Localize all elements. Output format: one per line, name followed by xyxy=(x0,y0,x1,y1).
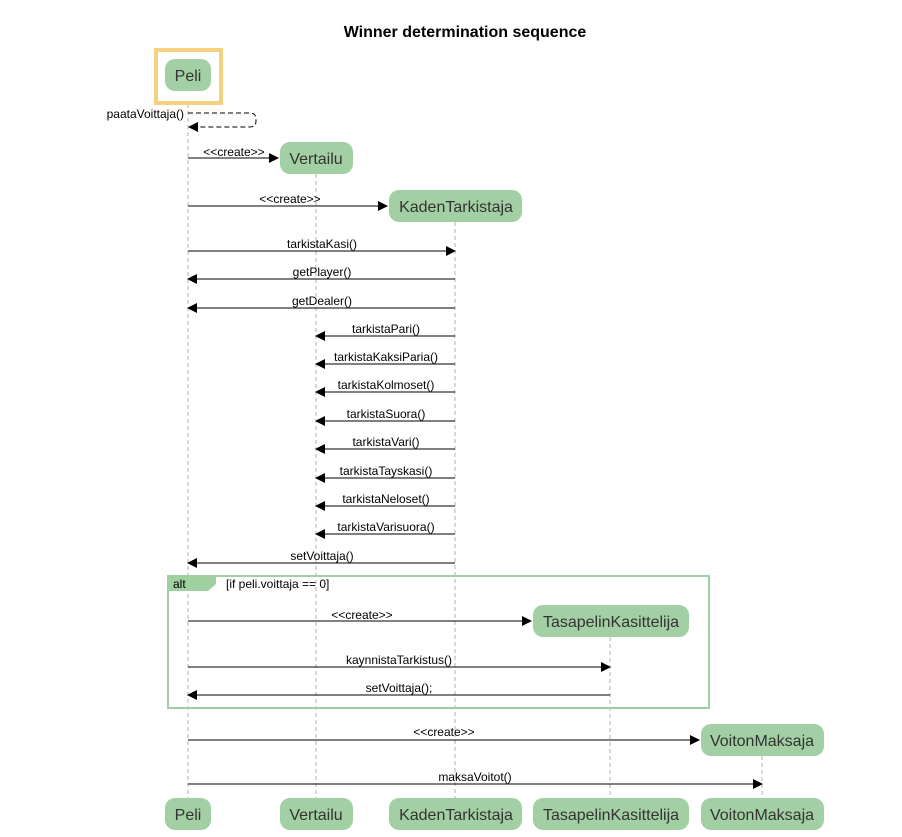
message-getplayer: getPlayer() xyxy=(187,265,455,284)
message-line xyxy=(188,112,257,128)
message-label: paataVoittaja() xyxy=(107,107,184,121)
message-label: tarkistaSuora() xyxy=(347,407,426,421)
message-label: maksaVoitot() xyxy=(438,770,511,784)
message-tarkistakaksiparia: tarkistaKaksiParia() xyxy=(315,350,455,369)
participant-box-kadentarkistaja-top xyxy=(389,190,522,222)
participant-box-tasapelinkasittelija-top xyxy=(533,605,689,637)
message-label: getPlayer() xyxy=(293,265,352,279)
message-create-vertailu: <<create>> xyxy=(188,145,279,163)
alt-frame xyxy=(167,575,710,709)
participant-label-voitonmaksaja-bottom: VoitonMaksaja xyxy=(710,807,814,824)
alt-condition: [if peli.voittaja == 0] xyxy=(226,577,329,591)
message-maksavoitot: maksaVoitot() xyxy=(188,770,763,789)
message-label: tarkistaVarisuora() xyxy=(337,520,434,534)
participant-label-vertailu-top: Vertailu xyxy=(289,151,342,168)
participant-label-tasapelinkasittelija-bottom: TasapelinKasittelija xyxy=(543,807,679,824)
message-label: tarkistaKaksiParia() xyxy=(334,350,438,364)
message-setvoittaja-semicolon: setVoittaja(); xyxy=(187,681,610,700)
message-create-kadentarkistaja: <<create>> xyxy=(188,192,388,211)
message-label: <<create>> xyxy=(203,145,264,159)
alt-keyword: alt xyxy=(173,577,186,591)
participant-label-kadentarkistaja-top: KadenTarkistaja xyxy=(399,199,513,216)
participant-box-voitonmaksaja-top xyxy=(701,724,824,756)
message-tarkistavarisuora: tarkistaVarisuora() xyxy=(315,520,455,539)
alt-fragment: alt [if peli.voittaja == 0] xyxy=(167,575,710,709)
message-label: tarkistaVari() xyxy=(352,435,419,449)
participant-box-vertailu-top xyxy=(280,142,353,174)
message-tarkistasuora: tarkistaSuora() xyxy=(315,407,455,426)
message-label: setVoittaja() xyxy=(290,549,353,563)
participant-box-kadentarkistaja-bottom xyxy=(389,798,522,830)
participant-label-vertailu-bottom: Vertailu xyxy=(289,807,342,824)
message-tarkistavari: tarkistaVari() xyxy=(315,435,455,454)
participant-label-kadentarkistaja-bottom: KadenTarkistaja xyxy=(399,807,513,824)
message-tarkistapari: tarkistaPari() xyxy=(315,322,455,341)
diagram-title: Winner determination sequence xyxy=(344,24,587,41)
message-label: tarkistaNeloset() xyxy=(342,492,429,506)
participant-label-peli-bottom: Peli xyxy=(175,807,202,824)
message-label: kaynnistaTarkistus() xyxy=(346,653,452,667)
participant-highlight xyxy=(154,48,223,105)
message-label: setVoittaja(); xyxy=(366,681,433,695)
message-tarkistatayskasi: tarkistaTayskasi() xyxy=(315,464,455,483)
participant-label-tasapelinkasittelija-top: TasapelinKasittelija xyxy=(543,614,679,631)
message-tarkistakolmoset: tarkistaKolmoset() xyxy=(315,378,455,397)
participant-box-voitonmaksaja-bottom xyxy=(701,798,824,830)
participant-box-vertailu-bottom xyxy=(280,798,353,830)
message-label: <<create>> xyxy=(259,192,320,206)
message-tarkistaneloset: tarkistaNeloset() xyxy=(315,492,455,511)
message-paatavoittaja: paataVoittaja() xyxy=(107,107,257,132)
message-label: tarkistaPari() xyxy=(352,322,420,336)
message-label: <<create>> xyxy=(413,725,474,739)
message-create-tasapelinkasittelija: <<create>> xyxy=(188,608,532,626)
message-create-voitonmaksaja: <<create>> xyxy=(188,725,700,745)
participant-label-voitonmaksaja-top: VoitonMaksaja xyxy=(710,733,814,750)
message-label: tarkistaTayskasi() xyxy=(340,464,433,478)
alt-tab xyxy=(169,577,216,591)
participant-box-peli-top xyxy=(165,59,211,91)
message-setvoittaja: setVoittaja() xyxy=(187,549,455,568)
message-label: tarkistaKolmoset() xyxy=(338,378,435,392)
message-kaynnistatarkistus: kaynnistaTarkistus() xyxy=(188,653,611,672)
message-arrowhead xyxy=(188,122,198,132)
message-label: tarkistaKasi() xyxy=(287,237,357,251)
message-getdealer: getDealer() xyxy=(187,294,455,313)
participant-box-tasapelinkasittelija-bottom xyxy=(533,798,689,830)
message-label: getDealer() xyxy=(292,294,352,308)
message-tarkistakasi: tarkistaKasi() xyxy=(188,237,456,256)
message-label: <<create>> xyxy=(331,608,392,622)
participant-box-peli-bottom xyxy=(165,798,211,830)
participant-label-peli-top: Peli xyxy=(175,68,202,85)
